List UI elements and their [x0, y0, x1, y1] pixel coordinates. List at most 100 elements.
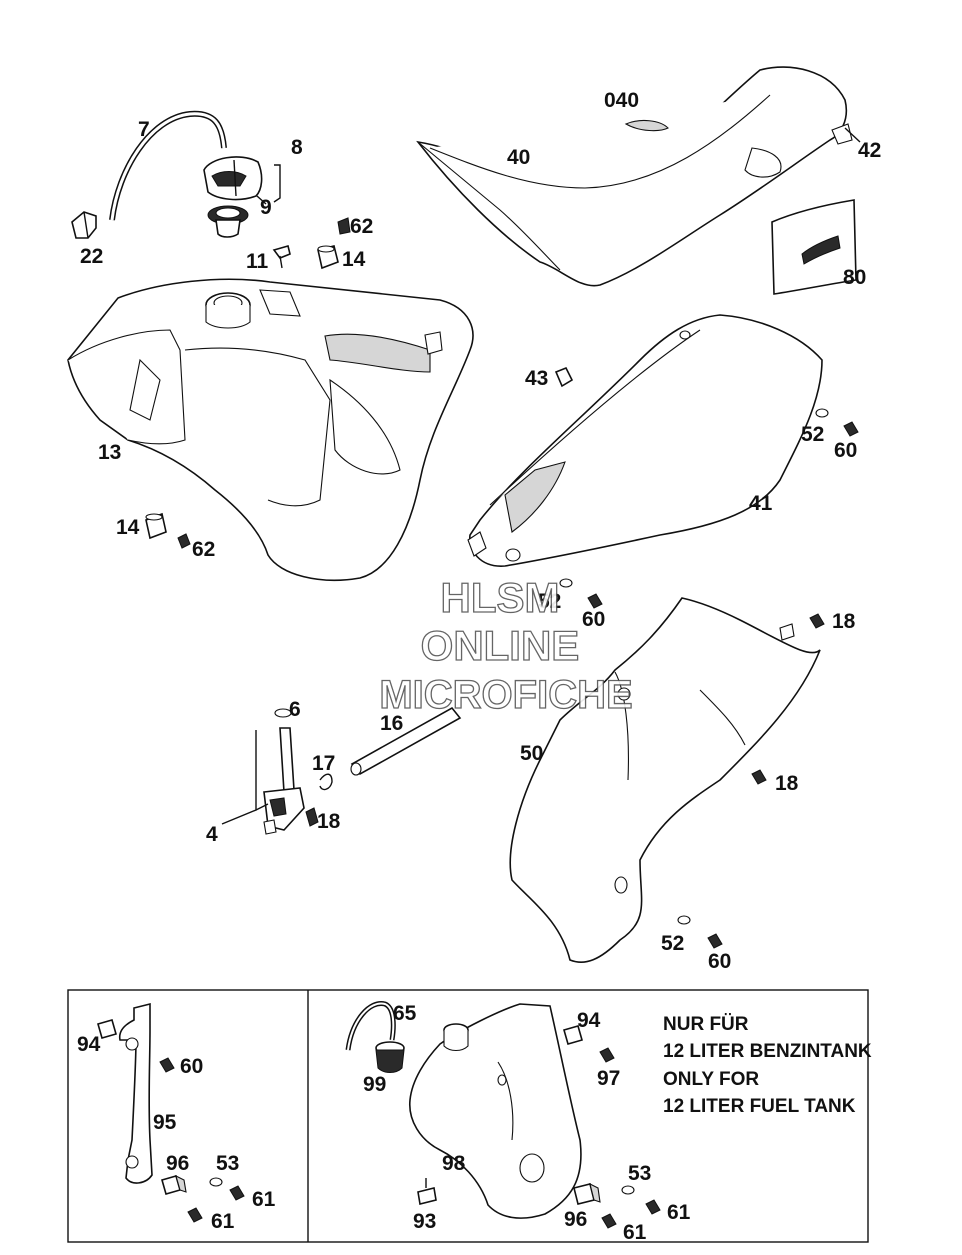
- filter-part-99: [375, 1041, 405, 1073]
- label-14-top: 14: [342, 248, 366, 271]
- label-43: 43: [525, 367, 548, 390]
- side-panel-part-50: [509, 597, 821, 964]
- bolt-part-62-lower: [177, 533, 191, 549]
- seat-part-40: [416, 66, 853, 287]
- bolt-part-60-a: [843, 421, 859, 437]
- watermark-line-3: MICROFICHE: [379, 673, 632, 717]
- watermark-line-1: HLSM: [441, 574, 560, 621]
- label-7: 7: [138, 118, 150, 141]
- label-60-a: 60: [834, 439, 857, 462]
- label-96-b: 96: [564, 1208, 587, 1231]
- label-96-a: 96: [166, 1152, 189, 1175]
- hose-part-16: [350, 706, 462, 776]
- watermark: HLSM ONLINE MICROFICHE: [379, 573, 634, 717]
- label-94-a: 94: [77, 1033, 101, 1056]
- grommet-part-14-lower: [145, 512, 167, 540]
- grommet-part-94-b: [563, 1025, 583, 1045]
- label-62-lower: 62: [192, 538, 215, 561]
- label-62-top: 62: [350, 215, 373, 238]
- bolt-part-93: [417, 1178, 437, 1205]
- grommet-part-14-top: [317, 245, 339, 270]
- label-61-d: 61: [623, 1221, 647, 1244]
- label-53-a: 53: [216, 1152, 239, 1175]
- label-42: 42: [858, 139, 881, 162]
- label-53-b: 53: [628, 1162, 651, 1185]
- screw-part-18-c: [305, 807, 319, 827]
- label-18-a: 18: [832, 610, 856, 633]
- bolt-part-60-c: [707, 933, 723, 949]
- label-60-b: 60: [582, 608, 605, 631]
- hose-part-7: [109, 110, 227, 221]
- part-labels: 040 40 42 7 8 9 22 62 11 14 80 13 43 52 …: [77, 89, 881, 1244]
- label-52-c: 52: [661, 932, 684, 955]
- label-95: 95: [153, 1111, 177, 1134]
- bolt-part-60-d: [159, 1057, 175, 1073]
- label-41: 41: [749, 492, 773, 515]
- note-line-3: ONLY FOR: [663, 1069, 759, 1090]
- label-4: 4: [206, 823, 218, 846]
- label-93: 93: [413, 1210, 436, 1233]
- label-6: 6: [289, 698, 301, 721]
- label-40: 40: [507, 146, 530, 169]
- label-99: 99: [363, 1073, 386, 1096]
- note-line-1: NUR FÜR: [663, 1014, 749, 1035]
- label-61-a: 61: [252, 1188, 276, 1211]
- grommet-part-94-a: [97, 1019, 117, 1039]
- nut-part-96-b: [573, 1182, 601, 1205]
- label-60-c: 60: [708, 950, 731, 973]
- fuel-tank-12l-part-98: [409, 1003, 582, 1219]
- label-17: 17: [312, 752, 335, 775]
- watermark-line-2: ONLINE: [421, 622, 580, 669]
- label-97: 97: [597, 1067, 620, 1090]
- fuel-tank-part-13: [67, 278, 474, 581]
- label-60-d: 60: [180, 1055, 203, 1078]
- bolt-part-61-c: [645, 1199, 661, 1215]
- label-14-lower: 14: [116, 516, 140, 539]
- bolt-part-61-d: [601, 1213, 617, 1229]
- bracket-part-95: [118, 1002, 153, 1184]
- label-13: 13: [98, 441, 121, 464]
- spacer-part-43: [554, 366, 574, 388]
- screw-part-11: [272, 245, 291, 269]
- elbow-fitting-part-22: [71, 211, 97, 239]
- tank-note: NUR FÜR 12 LITER BENZINTANK ONLY FOR 12 …: [663, 1014, 872, 1117]
- label-11: 11: [246, 250, 269, 273]
- label-98: 98: [442, 1152, 466, 1175]
- washer-part-53-a: [209, 1177, 223, 1187]
- leader-lines: [256, 127, 861, 205]
- label-040: 040: [604, 89, 639, 112]
- label-18-b: 18: [775, 772, 799, 795]
- optional-parts-box: [67, 989, 869, 1243]
- side-panel-part-41: [467, 314, 823, 567]
- washer-part-53-b: [621, 1185, 635, 1195]
- label-61-c: 61: [667, 1201, 691, 1224]
- label-61-b: 61: [211, 1210, 235, 1233]
- fuel-cap-part-8: [203, 156, 263, 201]
- bolt-part-62-top: [337, 217, 351, 235]
- washer-part-52-b: [559, 578, 573, 588]
- cap-gasket-part-9: [207, 205, 249, 238]
- label-80: 80: [843, 266, 866, 289]
- bolt-part-97: [599, 1047, 615, 1063]
- note-line-4: 12 LITER FUEL TANK: [663, 1096, 856, 1117]
- fuel-tap-part-4: [263, 727, 305, 835]
- label-50: 50: [520, 742, 543, 765]
- label-52-a: 52: [801, 423, 824, 446]
- label-52-b: 52: [538, 590, 561, 613]
- label-65: 65: [393, 1002, 417, 1025]
- clip-part-17: [319, 773, 333, 791]
- bolt-part-61-b: [187, 1207, 203, 1223]
- label-8: 8: [291, 136, 303, 159]
- washer-part-52-c: [677, 915, 691, 925]
- washer-part-52-a: [815, 408, 829, 418]
- bolt-part-60-b: [587, 593, 603, 609]
- bolt-part-61-a: [229, 1185, 245, 1201]
- hose-part-65: [345, 1001, 396, 1051]
- label-9: 9: [260, 196, 272, 219]
- label-18-c: 18: [317, 810, 341, 833]
- label-22: 22: [80, 245, 103, 268]
- label-16: 16: [380, 712, 403, 735]
- note-line-2: 12 LITER BENZINTANK: [663, 1041, 872, 1062]
- decal-part-80: [771, 199, 857, 295]
